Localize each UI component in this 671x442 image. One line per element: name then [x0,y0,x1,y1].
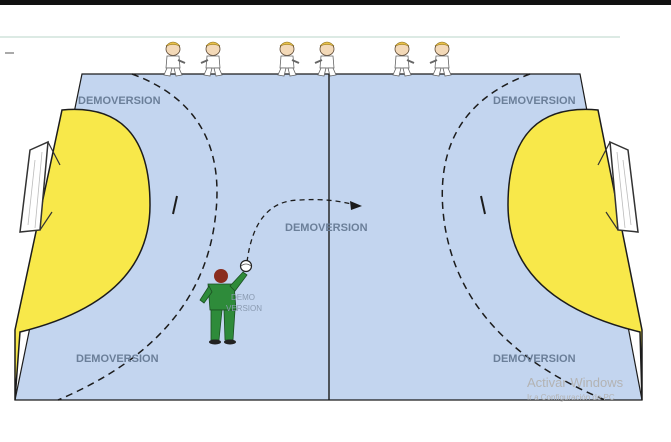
watermark-player-line2: VERSION [226,304,262,313]
right-seven-meter-mark [480,195,486,215]
spectator-icon [429,41,452,77]
goal-net-right-icon [597,140,639,233]
spectator-icon [277,41,300,77]
spectators-row [163,41,452,77]
pass-arrow-icon [246,198,362,263]
watermark-top-right: DEMOVERSION [493,95,576,107]
watermark-bottom-left: DEMOVERSION [76,353,159,365]
watermark-bottom-right: DEMOVERSION [493,353,576,365]
handball-court [14,73,643,401]
watermark-player-line1: DEMO [231,293,255,302]
spectator-handshake-icon [163,41,223,77]
handball-player-icon [199,269,248,345]
goal-net-left-icon [19,140,61,233]
spectator-icon [163,41,186,77]
right-free-throw-line [441,73,606,401]
spectator-icon [314,41,337,77]
right-goal-area [507,108,643,401]
activate-windows-subtitle: Ir a Configuración de PC [527,393,615,402]
watermark-center: DEMOVERSION [285,222,368,234]
left-free-throw-line [57,73,218,401]
spectator-icon [200,41,223,77]
handball-ball-icon [239,259,253,273]
spectator-handshake-icon [277,41,337,77]
left-goal-area [14,108,151,401]
spectator-handshake-icon [392,41,452,77]
spectator-icon [392,41,415,77]
watermark-top-left: DEMOVERSION [78,95,161,107]
activate-windows-title: Activar Windows [527,375,624,390]
left-seven-meter-mark [172,195,178,215]
top-black-rule [0,0,671,5]
